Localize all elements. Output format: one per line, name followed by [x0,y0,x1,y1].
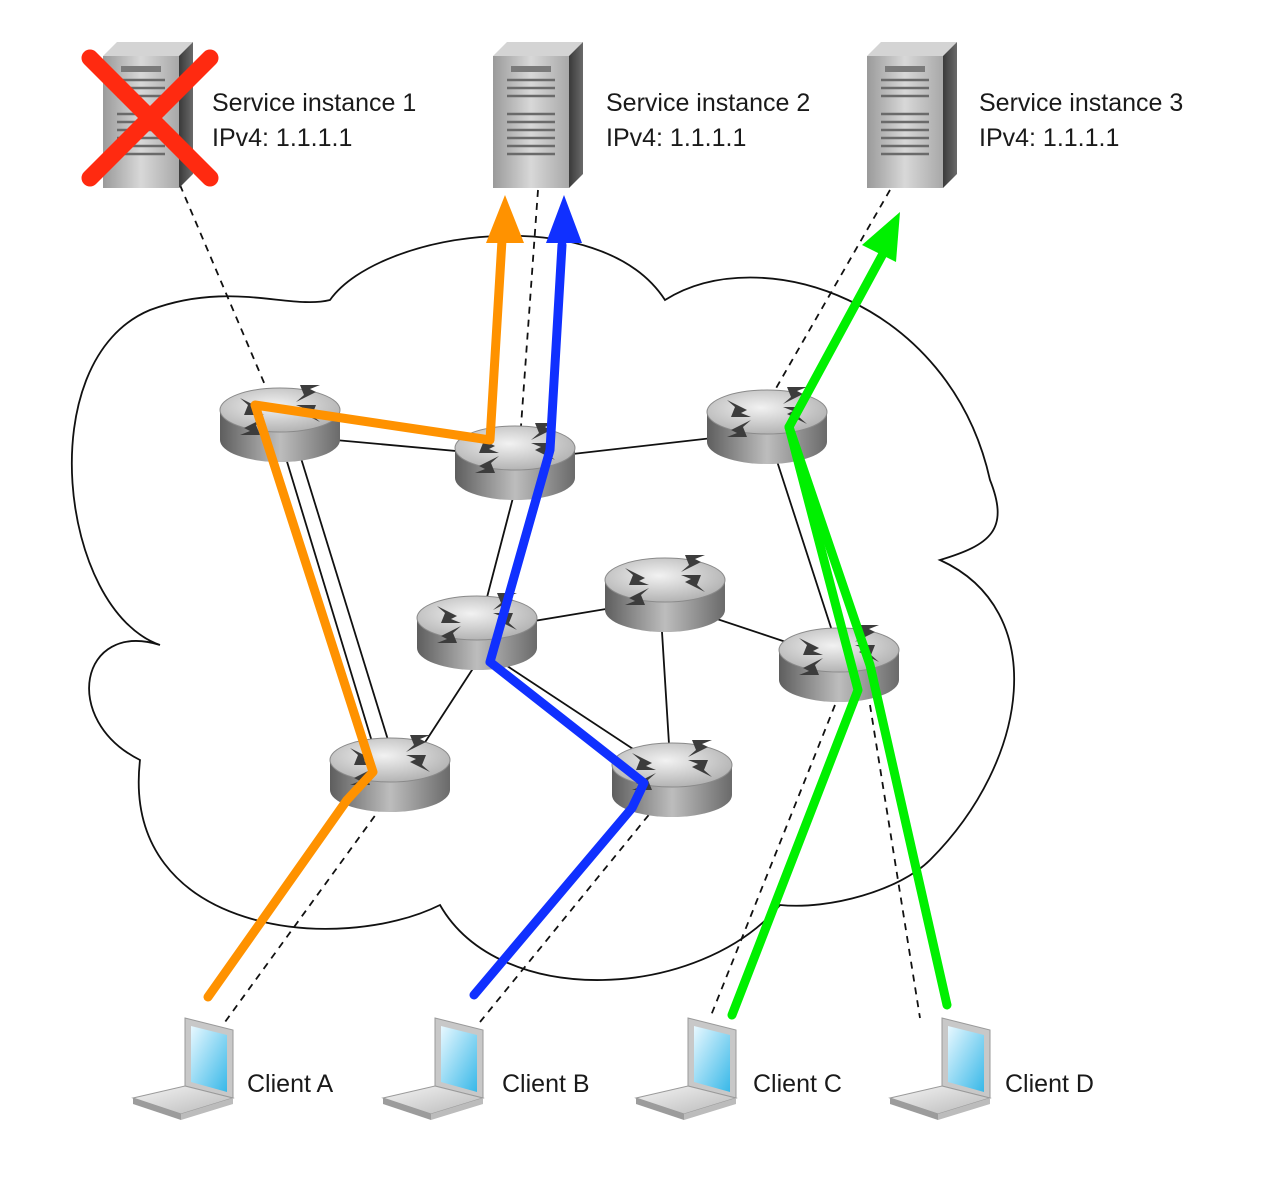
server-3 [865,40,959,190]
client-c-label: Client C [753,1070,842,1098]
arrow-client-cd [862,212,900,262]
path-client-d [784,422,952,1010]
client-a-label: Client A [247,1070,333,1098]
server-icon [865,40,959,190]
router-5 [604,554,726,633]
network-cloud [71,234,1016,981]
server-icon [491,40,585,190]
router-6 [778,624,900,703]
server-2-address: IPv4: 1.1.1.1 [606,124,746,152]
router-1 [219,384,341,463]
server-3-name: Service instance 3 [979,89,1183,117]
arrow-client-a [486,195,524,243]
server-1-name: Service instance 1 [212,89,416,117]
client-laptop-c [635,1017,737,1121]
laptop-icon [635,1017,737,1121]
client-d-label: Client D [1005,1070,1094,1098]
arrow-client-b [546,195,582,243]
client-laptop-b [382,1017,484,1121]
client-laptop-a [132,1017,234,1121]
server-3-address: IPv4: 1.1.1.1 [979,124,1119,152]
server-2 [491,40,585,190]
failure-x-icon [81,49,219,187]
path-client-b [469,240,649,1000]
dashed-links [179,184,921,1023]
client-laptop-d [889,1017,991,1121]
router-4 [416,592,538,671]
server-2-name: Service instance 2 [606,89,810,117]
path-client-a [203,235,507,1002]
client-b-label: Client B [502,1070,590,1098]
server-1-address: IPv4: 1.1.1.1 [212,124,352,152]
laptop-icon [382,1017,484,1121]
laptop-icon [132,1017,234,1121]
path-client-c [727,245,890,1020]
laptop-icon [889,1017,991,1121]
